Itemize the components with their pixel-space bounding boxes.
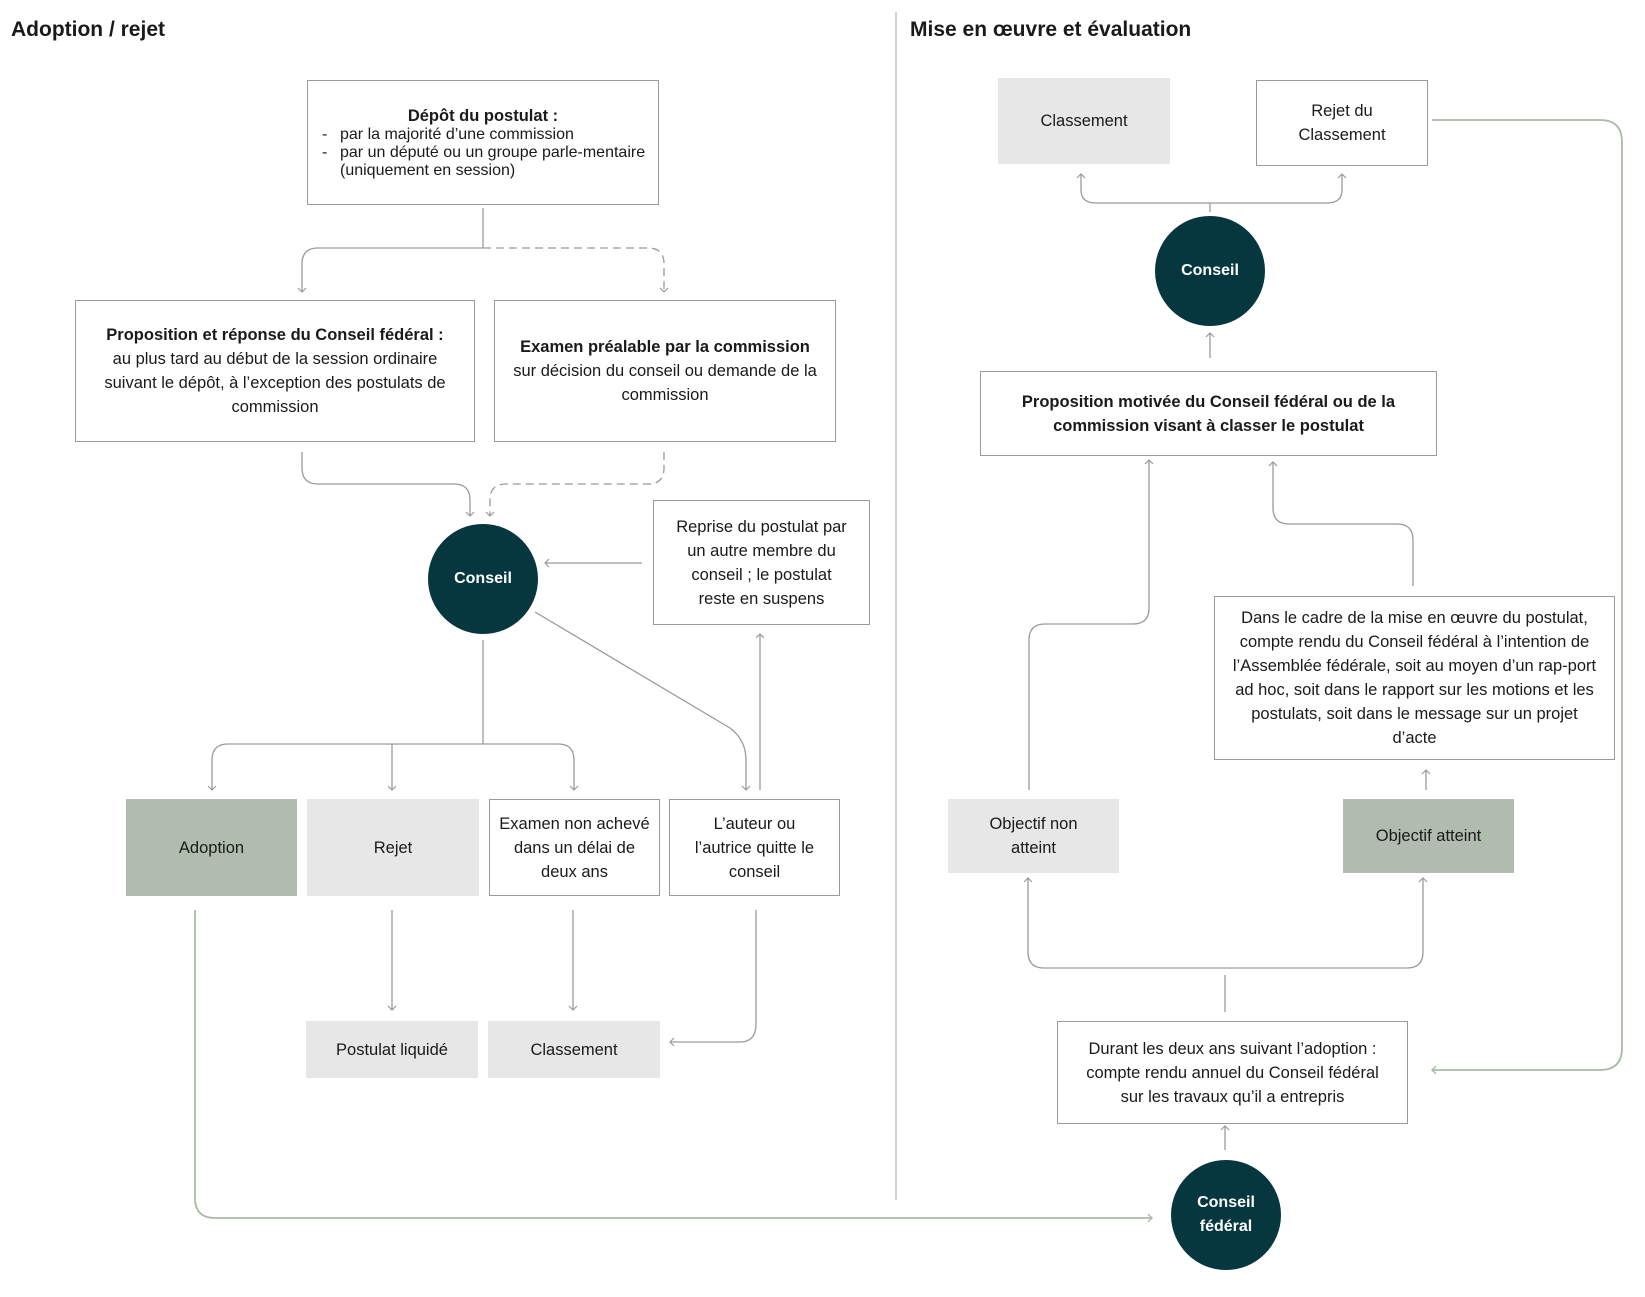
adoption-box: Adoption xyxy=(126,799,297,896)
classement-box-right: Classement xyxy=(998,78,1170,164)
conseil-federal-circle: Conseil fédéral xyxy=(1171,1160,1281,1270)
proposition-title: Proposition et réponse du Conseil fédéra… xyxy=(106,326,444,344)
depot-title: Dépôt du postulat : xyxy=(407,106,559,125)
conseil-circle-right: Conseil xyxy=(1155,216,1265,326)
examen-prealable-text: sur décision du conseil ou demande de la… xyxy=(513,362,817,404)
proposition-motivee-box: Proposition motivée du Conseil fédéral o… xyxy=(980,371,1437,456)
examen-prealable-box: Examen préalable par la commission sur d… xyxy=(494,300,836,442)
examen-prealable-title: Examen préalable par la commission xyxy=(520,338,810,356)
reprise-box: Reprise du postulat par un autre membre … xyxy=(653,500,870,625)
proposition-box: Proposition et réponse du Conseil fédéra… xyxy=(75,300,475,442)
objectif-atteint-box: Objectif atteint xyxy=(1343,799,1514,873)
postulat-liquide-box: Postulat liquidé xyxy=(306,1021,478,1078)
compte-rendu-box: Dans le cadre de la mise en œuvre du pos… xyxy=(1214,596,1615,760)
proposition-text: au plus tard au début de la session ordi… xyxy=(104,350,446,416)
objectif-non-atteint-box: Objectif non atteint xyxy=(948,799,1119,873)
rejet-box: Rejet xyxy=(307,799,479,896)
depot-box: Dépôt du postulat : par la majorité d’un… xyxy=(307,80,659,205)
classement-box-left: Classement xyxy=(488,1021,660,1078)
rejet-classement-box: Rejet du Classement xyxy=(1256,80,1428,166)
left-section-title: Adoption / rejet xyxy=(11,18,165,41)
conseil-federal-line1: Conseil xyxy=(1197,1194,1255,1211)
conseil-circle: Conseil xyxy=(428,524,538,634)
depot-item: par un député ou un groupe parle-mentair… xyxy=(320,144,646,180)
examen-non-acheve-box: Examen non achevé dans un délai de deux … xyxy=(489,799,660,896)
depot-item: par la majorité d’une commission xyxy=(320,126,646,144)
conseil-federal-line2: fédéral xyxy=(1199,1218,1253,1235)
durant-box: Durant les deux ans suivant l’adoption :… xyxy=(1057,1021,1408,1124)
right-section-title: Mise en œuvre et évaluation xyxy=(910,18,1192,41)
proposition-motivee-text: Proposition motivée du Conseil fédéral o… xyxy=(1021,392,1396,435)
auteur-quitte-box: L’auteur ou l’autrice quitte le conseil xyxy=(669,799,840,896)
